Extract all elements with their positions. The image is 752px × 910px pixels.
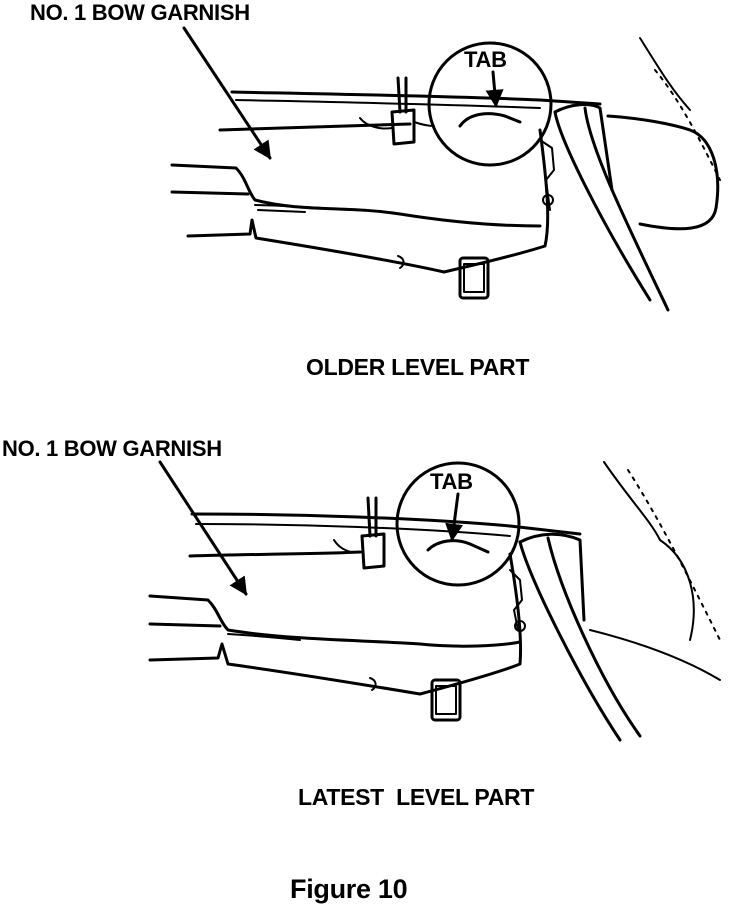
latest-callout-label: NO. 1 BOW GARNISH — [2, 436, 222, 461]
latest-part-illustration — [148, 460, 721, 742]
older-part-illustration — [170, 26, 721, 312]
older-part-caption: OLDER LEVEL PART — [306, 354, 530, 380]
figure-caption: Figure 10 — [290, 874, 408, 904]
latest-part-caption: LATEST LEVEL PART — [298, 784, 535, 810]
older-callout-label: NO. 1 BOW GARNISH — [30, 0, 250, 25]
latest-tab-label: TAB — [430, 469, 473, 494]
older-tab-label: TAB — [464, 47, 507, 72]
